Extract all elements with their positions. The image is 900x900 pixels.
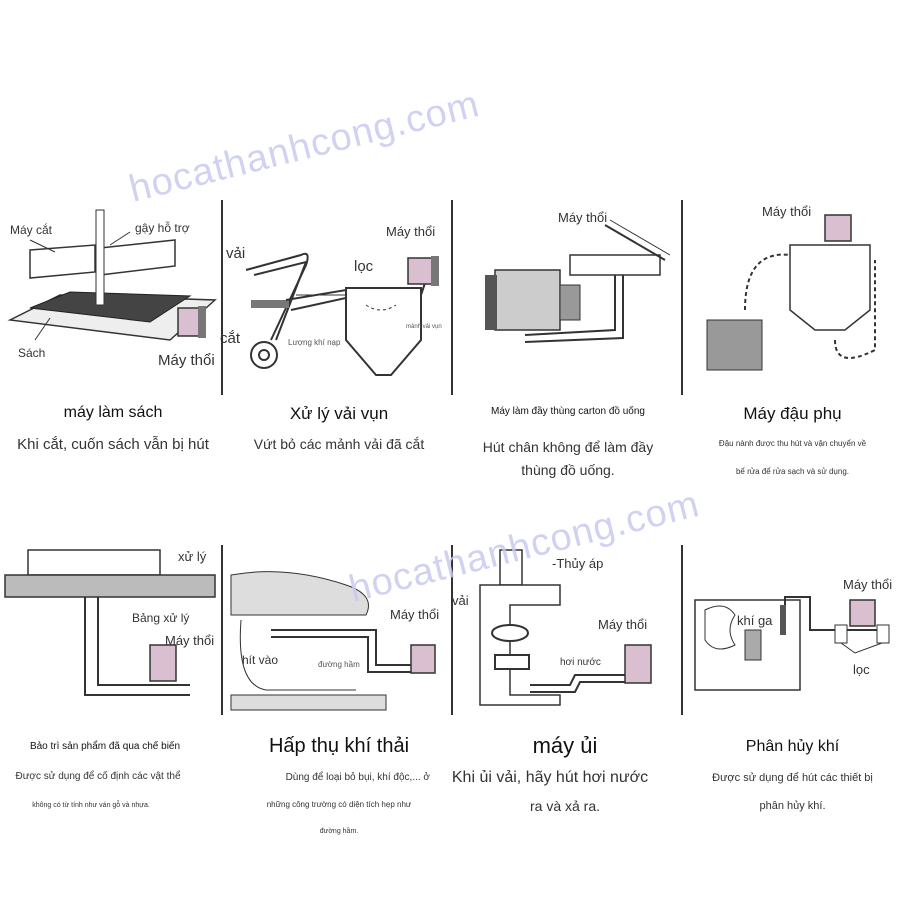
divider: [221, 545, 223, 715]
panel-desc: Khi ủi vải, hãy hút hơi nước: [451, 769, 649, 786]
label-filter: lọc: [853, 662, 870, 677]
label-hydraulic: -Thủy áp: [552, 556, 604, 571]
label-process: xử lý: [178, 549, 207, 564]
label-intake: Lượng khí nạp: [288, 338, 341, 347]
panel-desc: thùng đồ uống.: [521, 462, 615, 478]
panel-title: máy ủi: [532, 733, 598, 758]
label-blower: Máy thổi: [158, 352, 215, 369]
label-board: Bảng xử lý: [132, 611, 190, 625]
panel-desc: đường hầm.: [319, 828, 359, 835]
divider: [451, 545, 453, 715]
panel-fabric-scraps: vải lọc Máy thổi cắt Lượng khí nạp mảnh …: [220, 200, 452, 400]
panel-ironing-machine: -Thủy áp vải Máy thổi hơi nước: [452, 545, 681, 720]
panel-carton-filler: Máy thổi: [455, 200, 681, 400]
divider: [451, 200, 453, 395]
label-fabric: vải: [226, 245, 246, 262]
panel-title: Phân hủy khí: [745, 738, 840, 755]
carton-filler-diagram: [485, 219, 671, 343]
panel-title: Máy làm đầy thùng carton đồ uống: [491, 406, 645, 417]
label-book: Sách: [18, 346, 46, 360]
label-blower: Máy thổi: [390, 607, 440, 622]
panel-desc: Được sử dụng để cố định các vật thể: [15, 771, 181, 782]
tunnel-diagram: [230, 571, 436, 711]
label-blower: Máy thổi: [598, 617, 648, 632]
divider: [221, 200, 223, 395]
label-blower: Máy thổi: [165, 633, 215, 648]
label-tunnel: đường hầm: [318, 660, 360, 669]
label-scraps: mảnh vải vụn: [406, 324, 442, 330]
panel-title: Máy đậu phụ: [743, 404, 842, 423]
panel-title: Bảo trì sản phẩm đã qua chế biến: [29, 741, 181, 752]
label-fabric: vải: [452, 593, 469, 608]
panel-exhaust-absorption: Máy thổi hít vào đường hầm: [226, 545, 452, 720]
panel-desc: Đậu nành được thu hút và vận chuyển về: [718, 439, 867, 448]
label-blower: Máy thổi: [386, 224, 436, 239]
label-steam: hơi nước: [560, 657, 601, 668]
ironing-diagram: [479, 549, 652, 706]
panel-desc: Hút chân không để làm đầy: [482, 439, 654, 455]
label-suction: hít vào: [242, 653, 279, 667]
panel-gas-decomposition: Máy thổi khí ga lọc: [685, 545, 900, 720]
panel-desc: ra và xả ra.: [529, 798, 601, 814]
fabric-scrap-diagram: [245, 252, 439, 376]
panel-tofu-machine: Máy thổi: [685, 200, 900, 400]
panel-desc: phân hủy khí.: [759, 800, 826, 812]
watermark: hocathanhcong.com: [125, 83, 484, 211]
label-blower: Máy thổi: [843, 577, 893, 592]
label-gas: khí ga: [737, 613, 773, 628]
label-blower: Máy thổi: [558, 210, 608, 225]
divider: [681, 545, 683, 715]
label-blower: Máy thổi: [762, 204, 812, 219]
panel-desc: không có từ tính như ván gỗ và nhựa.: [32, 802, 150, 809]
clamping-diagram: [4, 549, 216, 696]
label-filter: lọc: [354, 258, 374, 275]
tofu-machine-diagram: [706, 214, 876, 371]
gas-decomposition-diagram: [694, 596, 890, 691]
panel-desc: Dùng để loại bỏ bụi, khí độc,... ở: [285, 772, 430, 783]
label-cut: cắt: [220, 330, 241, 347]
panel-desc: Được sử dụng để hút các thiết bị: [712, 772, 873, 784]
panel-processed-maintenance: xử lý Bảng xử lý Máy thổi: [0, 545, 226, 720]
panel-title: máy làm sách: [63, 404, 163, 421]
panel-desc: Vứt bỏ các mảnh vải đã cắt: [253, 436, 425, 452]
panel-title: Hấp thụ khí thải: [268, 735, 410, 757]
panel-desc: những công trường có diện tích hẹp như: [266, 800, 412, 809]
book-machine-diagram: [7, 209, 217, 341]
divider: [681, 200, 683, 395]
panel-desc: Khi cắt, cuốn sách vẫn bị hút: [17, 436, 209, 453]
panel-title: Xử lý vải vụn: [289, 404, 389, 423]
panel-book-machine: Máy cắt gậy hỗ trợ Sách Máy thổi: [0, 200, 226, 400]
label-cutter: Máy cắt: [10, 223, 53, 237]
panel-desc: bể rửa để rửa sạch và sử dụng.: [735, 467, 849, 476]
label-support: gậy hỗ trợ: [135, 221, 190, 235]
